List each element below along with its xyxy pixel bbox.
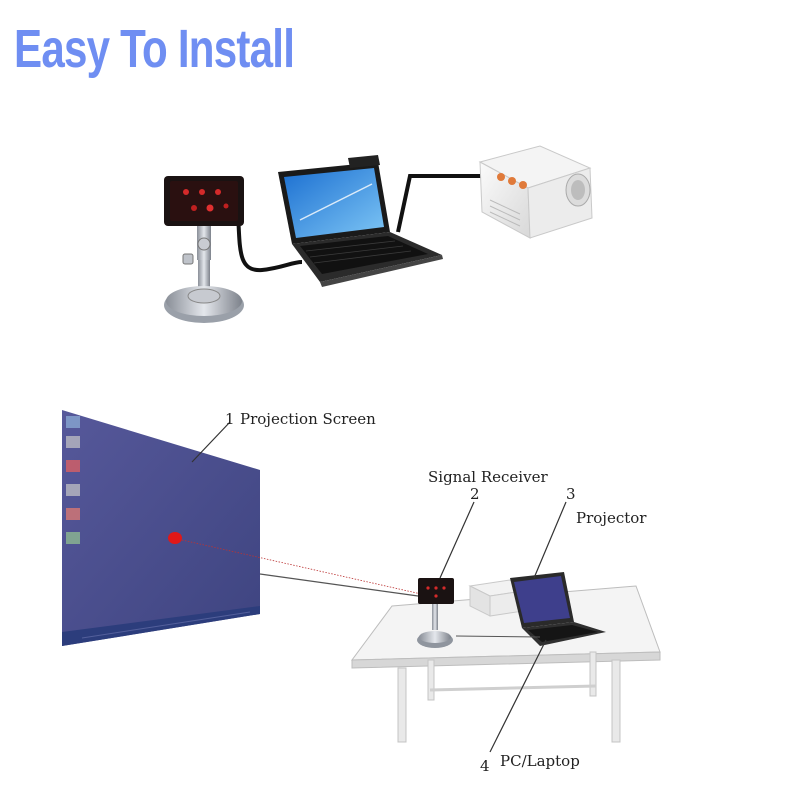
pc-laptop-leader bbox=[489, 639, 547, 753]
pc-laptop-label: PC/Laptop bbox=[500, 752, 580, 770]
laptop-icon bbox=[278, 155, 443, 287]
receiver-to-laptop-cable bbox=[236, 211, 303, 273]
projector-icon bbox=[478, 145, 593, 239]
projector-number: 3 bbox=[566, 485, 576, 503]
setup-illustration: 1 Projection Screen Signal Receiver 2 3 … bbox=[62, 410, 661, 775]
table-icon bbox=[350, 585, 661, 743]
pc-laptop-number: 4 bbox=[480, 757, 490, 775]
table-laptop-icon bbox=[455, 572, 606, 646]
table-receiver-icon bbox=[417, 578, 454, 648]
signal-receiver-label: Signal Receiver bbox=[428, 468, 548, 486]
projection-screen-icon bbox=[62, 410, 260, 646]
headline: Easy To Install bbox=[14, 19, 295, 79]
laptop-to-projector-cable bbox=[396, 174, 485, 233]
projection-screen-label: Projection Screen bbox=[240, 410, 376, 428]
projection-screen-leader bbox=[191, 421, 231, 463]
projector-label: Projector bbox=[576, 509, 647, 527]
laser-dot bbox=[168, 532, 182, 544]
signal-receiver-leader bbox=[439, 501, 475, 579]
receiver-device-icon bbox=[164, 176, 244, 323]
projector-leader bbox=[533, 501, 567, 579]
top-equipment-photo bbox=[164, 145, 593, 323]
laser-beam bbox=[181, 539, 431, 597]
screen-to-receiver-line bbox=[259, 573, 419, 597]
projection-screen-number: 1 bbox=[225, 410, 235, 428]
signal-receiver-number: 2 bbox=[470, 485, 480, 503]
